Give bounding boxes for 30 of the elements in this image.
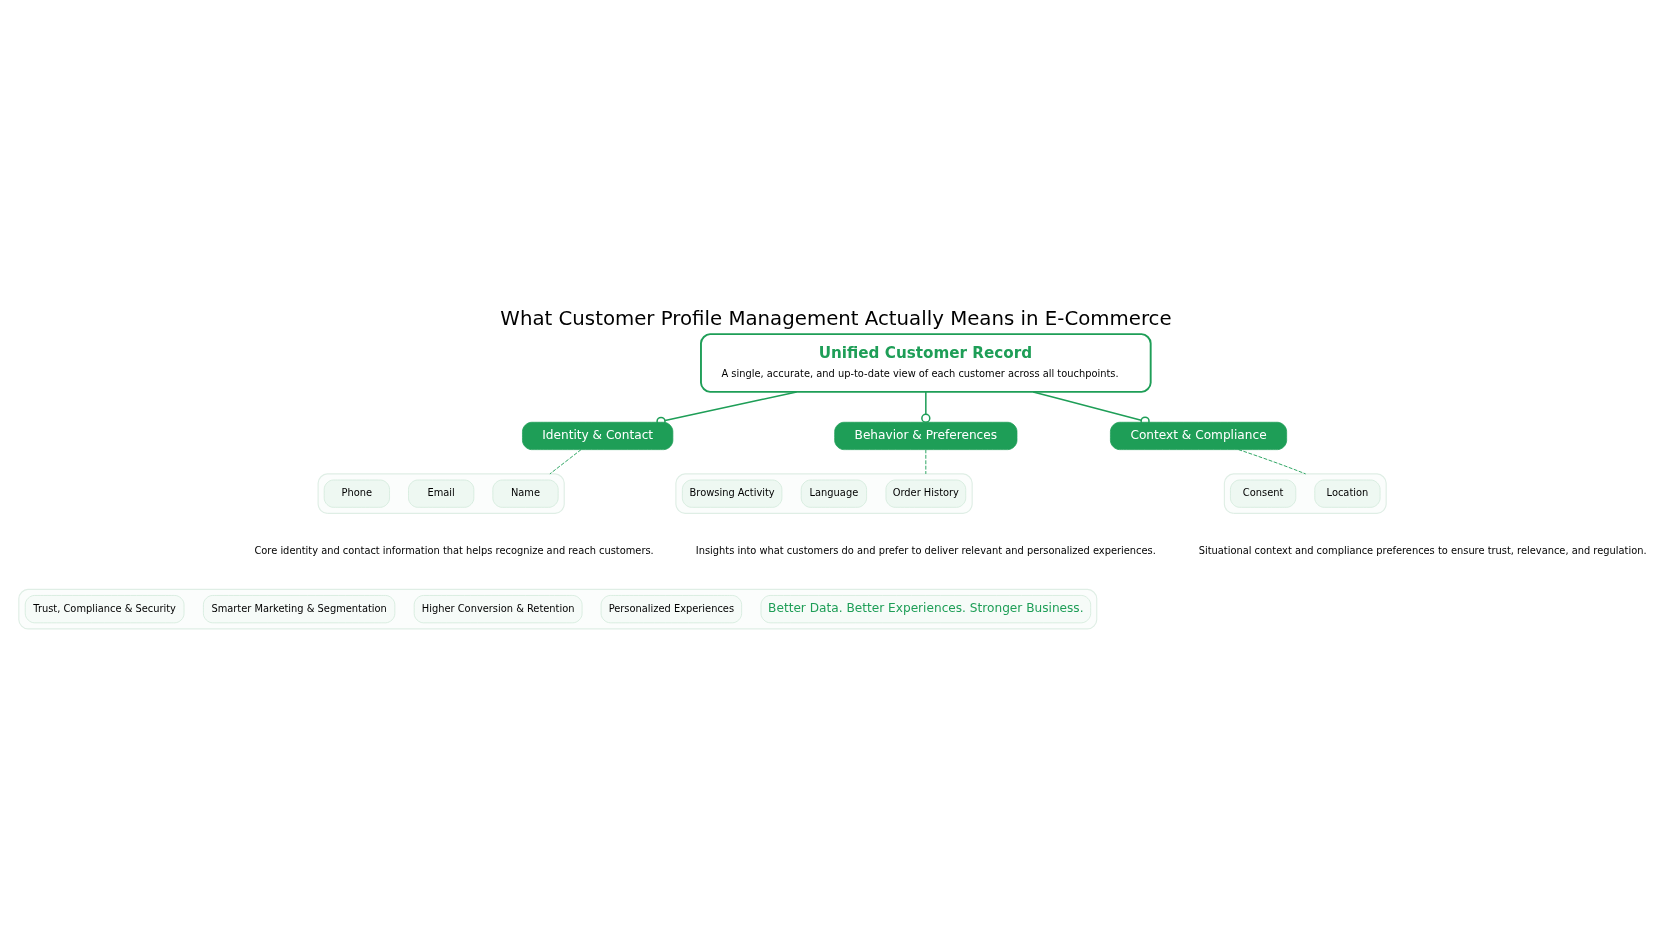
node-box: Higher Conversion & Retention bbox=[413, 595, 583, 624]
node-box: Order History bbox=[885, 479, 967, 508]
connector bbox=[1238, 449, 1307, 475]
node-box: Email bbox=[408, 479, 475, 508]
label: Core identity and contact information that helps recognize and reach customers. bbox=[254, 544, 654, 556]
connector bbox=[549, 449, 582, 475]
node-box: Location bbox=[1314, 479, 1381, 508]
node-box: Trust, Compliance & Security bbox=[24, 595, 185, 624]
connector bbox=[1032, 391, 1150, 426]
node-box: Smarter Marketing & Segmentation bbox=[203, 595, 396, 624]
cluster bbox=[675, 473, 973, 514]
node-box: Context & Compliance bbox=[1110, 421, 1288, 450]
node-box: Browsing Activity bbox=[682, 479, 783, 508]
label: Insights into what customers do and prefer to deliver relevant and personalized experiences. bbox=[695, 544, 1156, 556]
connector bbox=[921, 391, 931, 423]
diagram-title: What Customer Profile Management Actually Means in E-Commerce bbox=[500, 306, 1172, 330]
node-box: Behavior & Preferences bbox=[834, 421, 1018, 450]
node-box: Name bbox=[492, 479, 559, 508]
node-box: Phone bbox=[323, 479, 390, 508]
cluster bbox=[1223, 473, 1387, 514]
cluster bbox=[18, 588, 1098, 630]
node-box: Consent bbox=[1230, 479, 1297, 508]
node-box: Better Data. Better Experiences. Stronger Business. bbox=[760, 595, 1092, 624]
node-box: Unified Customer Record A single, accurate, and up-to-date view of each customer across all touchpoints. bbox=[700, 333, 1152, 393]
label: Situational context and compliance preferences to ensure trust, relevance, and regulation. bbox=[1198, 544, 1647, 556]
cluster bbox=[317, 473, 565, 514]
connector bbox=[925, 449, 927, 475]
node-box: Personalized Experiences bbox=[600, 595, 742, 624]
node-box: Identity & Contact bbox=[522, 421, 674, 450]
node-box: Language bbox=[800, 479, 867, 508]
